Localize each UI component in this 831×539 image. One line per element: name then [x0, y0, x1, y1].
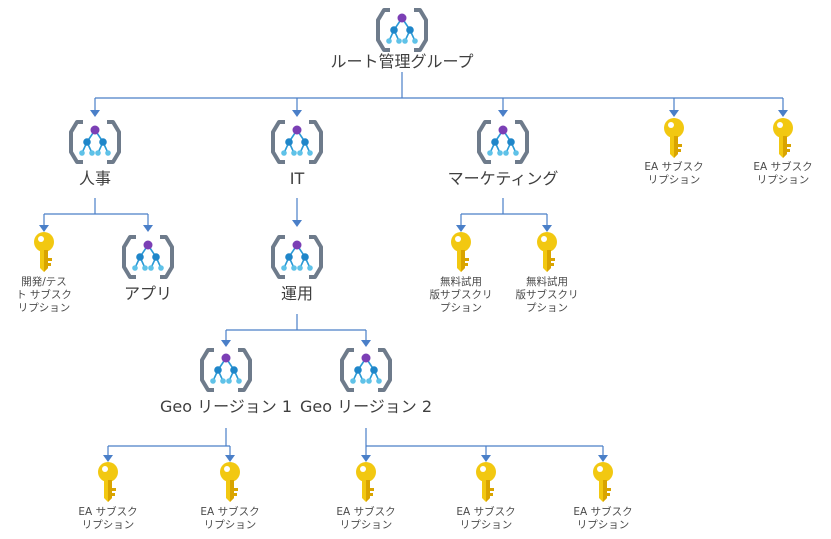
- node-label-hr: 人事: [78, 169, 112, 188]
- management-group-icon: [376, 8, 428, 52]
- arrowhead: [598, 455, 608, 462]
- arrowhead: [225, 455, 235, 462]
- arrowhead: [361, 455, 371, 462]
- management-group-icon: [69, 120, 121, 164]
- node-label-geo1: Geo リージョン 1: [159, 397, 293, 416]
- node-label-geo2: Geo リージョン 2: [299, 397, 433, 416]
- arrowhead: [143, 225, 153, 232]
- arrowhead: [778, 110, 788, 117]
- arrowhead: [39, 225, 49, 232]
- arrowhead: [292, 220, 302, 227]
- node-label-it: IT: [289, 169, 305, 188]
- arrowhead: [103, 455, 113, 462]
- subscription-key-icon: [476, 462, 496, 502]
- node-label-apps: アプリ: [123, 284, 173, 303]
- arrowhead: [542, 225, 552, 232]
- arrowhead: [361, 340, 371, 347]
- arrowhead: [669, 110, 679, 117]
- node-label-ops: 運用: [280, 284, 314, 303]
- subscription-key-icon: [537, 232, 557, 272]
- node-label-devtest: 開発/テスト サブスクリプション: [16, 276, 72, 315]
- subscription-key-icon: [356, 462, 376, 502]
- arrowhead: [481, 455, 491, 462]
- arrowhead: [292, 110, 302, 117]
- node-label-trial-2: 無料試用版サブスクリプション: [515, 276, 579, 315]
- node-label-ea-top-1: EA サブスクリプション: [644, 161, 704, 187]
- management-group-icon: [477, 120, 529, 164]
- management-group-icon: [122, 235, 174, 279]
- node-label-geo1-ea-2: EA サブスクリプション: [200, 506, 260, 532]
- management-group-icon: [340, 348, 392, 392]
- subscription-key-icon: [34, 232, 54, 272]
- subscription-key-icon: [220, 462, 240, 502]
- subscription-key-icon: [664, 118, 684, 158]
- node-label-geo2-ea-3: EA サブスクリプション: [573, 506, 633, 532]
- subscription-key-icon: [98, 462, 118, 502]
- node-label-geo2-ea-1: EA サブスクリプション: [336, 506, 396, 532]
- node-label-geo2-ea-2: EA サブスクリプション: [456, 506, 516, 532]
- management-group-icon: [271, 120, 323, 164]
- node-label-marketing: マーケティング: [447, 169, 559, 188]
- subscription-key-icon: [593, 462, 613, 502]
- node-label-root: ルート管理グループ: [330, 52, 474, 71]
- management-group-icon: [200, 348, 252, 392]
- node-label-geo1-ea-1: EA サブスクリプション: [78, 506, 138, 532]
- arrowhead: [221, 340, 231, 347]
- subscription-key-icon: [773, 118, 793, 158]
- node-label-trial-1: 無料試用版サブスクリプション: [429, 276, 493, 315]
- arrowhead: [90, 110, 100, 117]
- arrowhead: [456, 225, 466, 232]
- management-group-icon: [271, 235, 323, 279]
- node-label-ea-top-2: EA サブスクリプション: [753, 161, 813, 187]
- subscription-key-icon: [451, 232, 471, 272]
- arrowhead: [498, 110, 508, 117]
- arrowheads: [39, 110, 788, 462]
